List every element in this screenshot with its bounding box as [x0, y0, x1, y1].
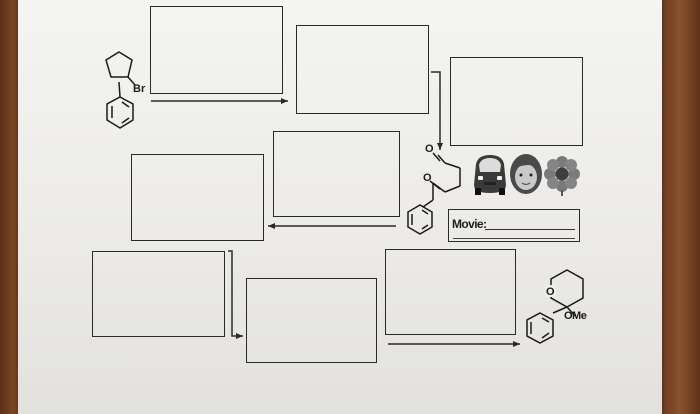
woman-face-icon: [510, 154, 542, 194]
answer-box-1[interactable]: [150, 6, 283, 94]
bromine-label: Br: [133, 83, 146, 95]
answer-box-8[interactable]: [246, 278, 377, 363]
end-molecule-structure: [526, 269, 584, 344]
oxygen-label-top: O: [425, 143, 434, 155]
movie-answer-box[interactable]: Movie:: [448, 209, 580, 242]
arrow-box6-to-box8: [228, 250, 243, 339]
answer-box-3[interactable]: [450, 57, 583, 146]
answer-box-6[interactable]: [92, 251, 225, 337]
cyclopentane-ring: [105, 51, 133, 78]
methoxy-label: OMe: [564, 310, 587, 322]
answer-box-2[interactable]: [296, 25, 429, 114]
car-icon: [474, 155, 506, 195]
phenyl-ring-middle: [407, 204, 433, 235]
table-surface-right: [660, 0, 700, 414]
answer-box-4[interactable]: [273, 131, 400, 217]
phenyl-ring-end: [526, 312, 554, 344]
arrow-box2-to-middle: [431, 71, 443, 150]
oxygen-label-bottom: O: [423, 172, 432, 184]
start-molecule-structure: [105, 51, 136, 129]
movie-answer-line[interactable]: [485, 229, 575, 230]
worksheet-paper: [18, 0, 662, 414]
movie-answer-line-2[interactable]: [453, 238, 575, 239]
table-surface-left: [0, 0, 22, 414]
flower-icon: [544, 156, 580, 196]
ring-oxygen-label: O: [546, 286, 555, 298]
answer-box-7[interactable]: [385, 249, 516, 335]
answer-box-5[interactable]: [131, 154, 264, 241]
middle-molecule-structure: [407, 152, 461, 235]
movie-label: Movie:: [452, 217, 487, 231]
phenyl-ring-start: [106, 96, 134, 129]
